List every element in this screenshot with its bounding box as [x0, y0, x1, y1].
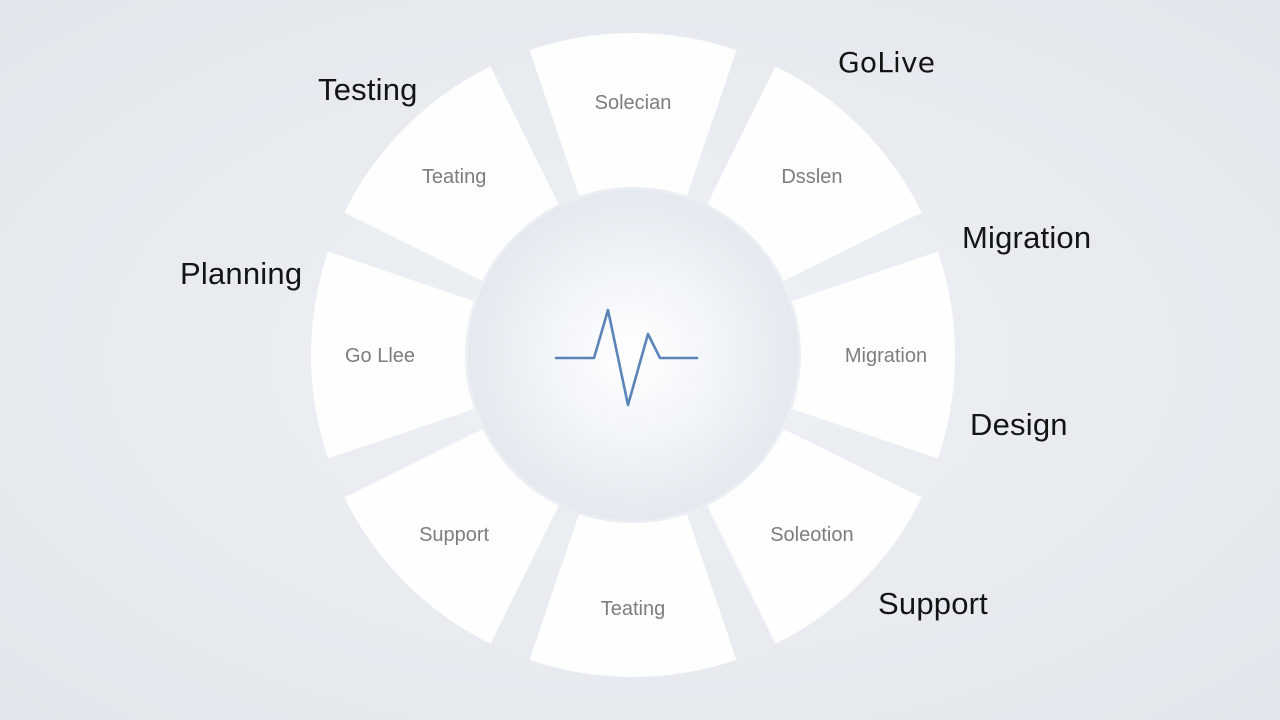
heartbeat-icon: [554, 308, 699, 407]
segment-label: Go Llee: [345, 345, 415, 367]
ring-segment: [792, 251, 955, 459]
ring-segment: [529, 514, 737, 677]
outer-label-planning: Planning: [180, 256, 303, 291]
outer-label-golive: GoLive: [838, 46, 936, 79]
segment-label: Solecian: [595, 92, 672, 114]
segment-labels: SolecianDsslenMigrationSoleotionTeatingS…: [345, 92, 927, 620]
segment-label: Support: [419, 524, 489, 546]
ring-segment: [707, 66, 922, 281]
segment-label: Teating: [601, 598, 666, 620]
ring-segment: [707, 429, 922, 644]
ring-segment: [344, 429, 559, 644]
segment-label: Dsslen: [781, 166, 842, 188]
outer-label-testing: Testing: [318, 72, 418, 107]
outer-label-support: Support: [878, 586, 988, 621]
center-hub: [468, 190, 798, 520]
segment-ring: [311, 33, 955, 677]
outer-label-migration: Migration: [962, 220, 1092, 255]
ring-segment: [529, 33, 737, 196]
segment-label: Soleotion: [770, 524, 853, 546]
segment-label: Teating: [422, 166, 487, 188]
ring-segment: [311, 251, 474, 459]
ring-segment: [344, 66, 559, 281]
outer-label-design: Design: [970, 407, 1068, 442]
segment-label: Migration: [845, 345, 927, 367]
